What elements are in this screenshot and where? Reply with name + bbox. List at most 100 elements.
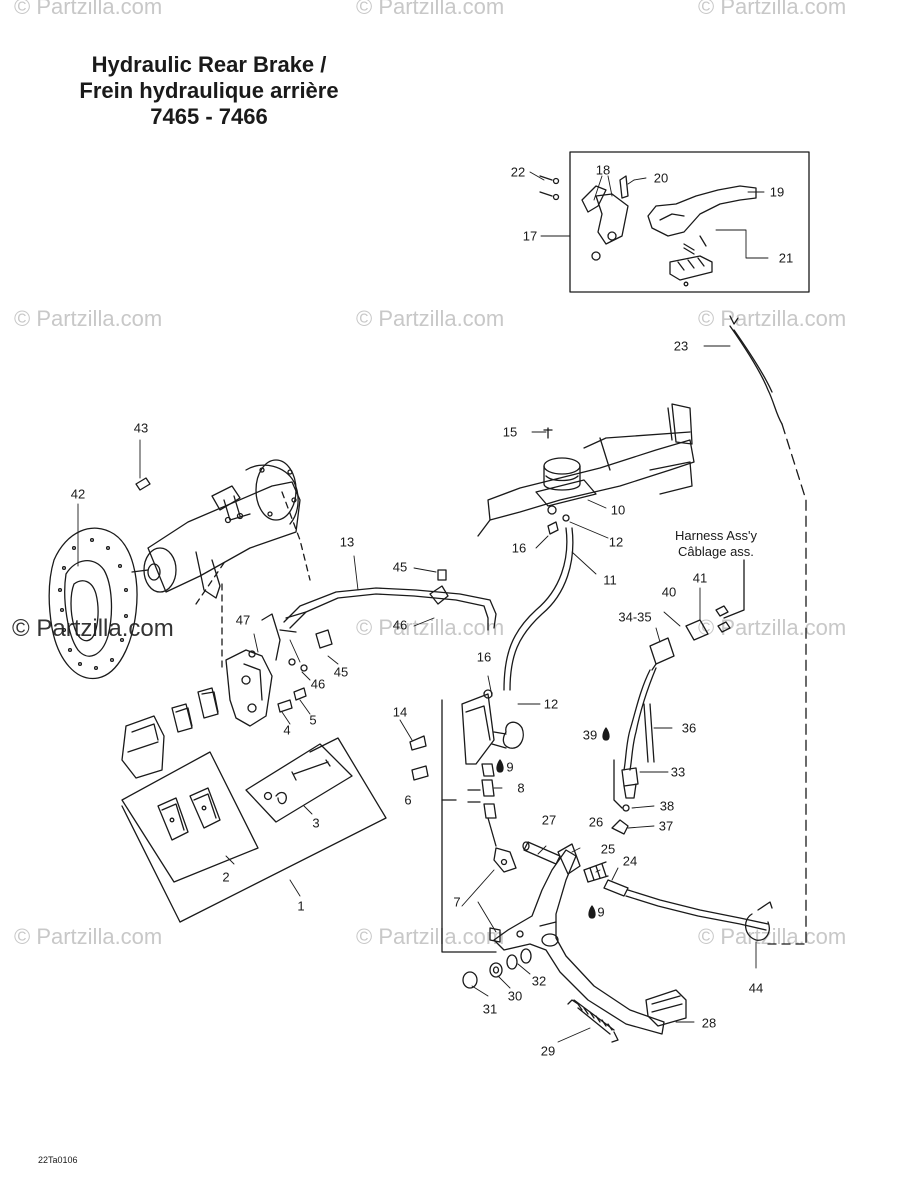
watermark: © Partzilla.com: [14, 924, 163, 949]
callout-16: 16: [511, 540, 527, 556]
brake-light-switch: [621, 767, 639, 799]
callout-9: 9: [597, 904, 605, 920]
callout-47: 47: [235, 612, 251, 628]
drawing-code: 22Ta0106: [38, 1155, 78, 1165]
title-line-english: Hydraulic Rear Brake /: [91, 52, 327, 77]
callout-25: 25: [600, 841, 616, 857]
callout-9: 9: [506, 759, 514, 775]
master-cylinder-bracket: [441, 699, 497, 953]
callout-24: 24: [622, 853, 638, 869]
callout-30: 30: [507, 988, 523, 1004]
cable-end-24: [603, 879, 769, 931]
callout-39: 39: [582, 727, 598, 743]
callout-37: 37: [658, 818, 674, 834]
pin-kit-box: [245, 743, 353, 823]
clevis-26: [557, 843, 581, 875]
brake-fluid-reservoir: [543, 427, 581, 491]
callout-2: 2: [222, 869, 230, 885]
callout-33: 33: [670, 764, 686, 780]
axle-housing: [131, 459, 301, 599]
caliper-kit-bracket: [179, 737, 387, 923]
callout-41: 41: [692, 570, 708, 586]
watermark: © Partzilla.com: [698, 306, 847, 331]
cable-routing-dashed: [781, 423, 807, 945]
callout-17: 17: [522, 228, 538, 244]
watermark: © Partzilla.com: [356, 306, 505, 331]
callout-20: 20: [653, 170, 669, 186]
watermark: © Partzilla.com: [698, 924, 847, 949]
switch-boot-38: [622, 804, 630, 812]
callout-7: 7: [453, 894, 461, 910]
connector-34-35: [649, 637, 675, 671]
watermark: © Partzilla.com: [356, 0, 505, 19]
callout-34-35: 34-35: [618, 609, 652, 625]
callout-14: 14: [392, 704, 408, 720]
watermark: © Partzilla.com: [698, 0, 847, 19]
harness-label-french: Câblage ass.: [678, 544, 754, 559]
callout-31: 31: [482, 1001, 498, 1017]
fluid-drop-icon: [588, 905, 596, 919]
callout-43: 43: [133, 420, 149, 436]
callout-13: 13: [339, 534, 355, 550]
callout-27: 27: [541, 812, 557, 828]
reservoir-bracket-10: [535, 479, 597, 535]
watermark: © Partzilla.com: [698, 615, 847, 640]
switch-nut-37: [611, 819, 629, 835]
pin-kit-parts: [263, 759, 331, 805]
callout-18: 18: [595, 162, 611, 178]
brake-caliper: [225, 613, 281, 727]
callout-4: 4: [283, 722, 291, 738]
callout-36: 36: [681, 720, 697, 736]
spring-25: [583, 861, 609, 883]
title-line-model: 7465 - 7466: [150, 104, 268, 129]
brake-line: [283, 587, 497, 629]
pad-kit-box: [121, 751, 259, 883]
pad-kit-pads: [157, 787, 221, 841]
callout-45: 45: [333, 664, 349, 680]
watermark: © Partzilla.com: [14, 306, 163, 331]
callout-23: 23: [673, 338, 689, 354]
callout-42: 42: [70, 486, 86, 502]
callout-11: 11: [603, 572, 617, 588]
fluid-drop-icon: [602, 727, 610, 741]
switch-wires: [623, 667, 657, 771]
callout-45: 45: [392, 559, 408, 575]
callout-1: 1: [297, 898, 305, 914]
leader-lines: [77, 171, 769, 1043]
master-cylinder: [461, 689, 524, 765]
callout-38: 38: [659, 798, 675, 814]
callout-29: 29: [540, 1043, 556, 1059]
callout-10: 10: [610, 502, 626, 518]
wire-sleeve-36: [643, 703, 649, 763]
callout-3: 3: [312, 815, 320, 831]
frame-bracket: [477, 403, 695, 537]
diagram-title: Hydraulic Rear Brake / Frein hydraulique…: [44, 52, 374, 130]
harness-connector-40: [685, 619, 709, 641]
disc-bolt: [135, 477, 151, 491]
title-line-french: Frein hydraulique arrière: [79, 78, 339, 103]
cable-clamp-44: [745, 901, 773, 941]
callout-46: 46: [392, 617, 408, 633]
harness-label: Harness Ass'y Câblage ass.: [675, 528, 757, 560]
brake-pedal: [493, 849, 687, 1035]
callout-32: 32: [531, 973, 547, 989]
return-spring: [567, 999, 619, 1043]
caliper-bolts: [248, 629, 333, 713]
reservoir-hose: [503, 527, 568, 691]
watermark: © Partzilla.com: [356, 924, 505, 949]
fluid-drop-icon: [496, 759, 504, 773]
callout-8: 8: [517, 780, 525, 796]
terminal-41: [715, 605, 731, 633]
lever-kit-box: [569, 151, 810, 293]
brake-lever: [647, 185, 757, 237]
callout-12: 12: [543, 696, 559, 712]
harness-label-english: Harness Ass'y: [675, 528, 757, 543]
bushing-32: [506, 954, 518, 970]
lever-bracket: [581, 175, 629, 261]
callout-46: 46: [310, 676, 326, 692]
callout-5: 5: [309, 712, 317, 728]
washer-30: [489, 962, 503, 978]
callout-19: 19: [769, 184, 785, 200]
callout-22: 22: [510, 164, 526, 180]
